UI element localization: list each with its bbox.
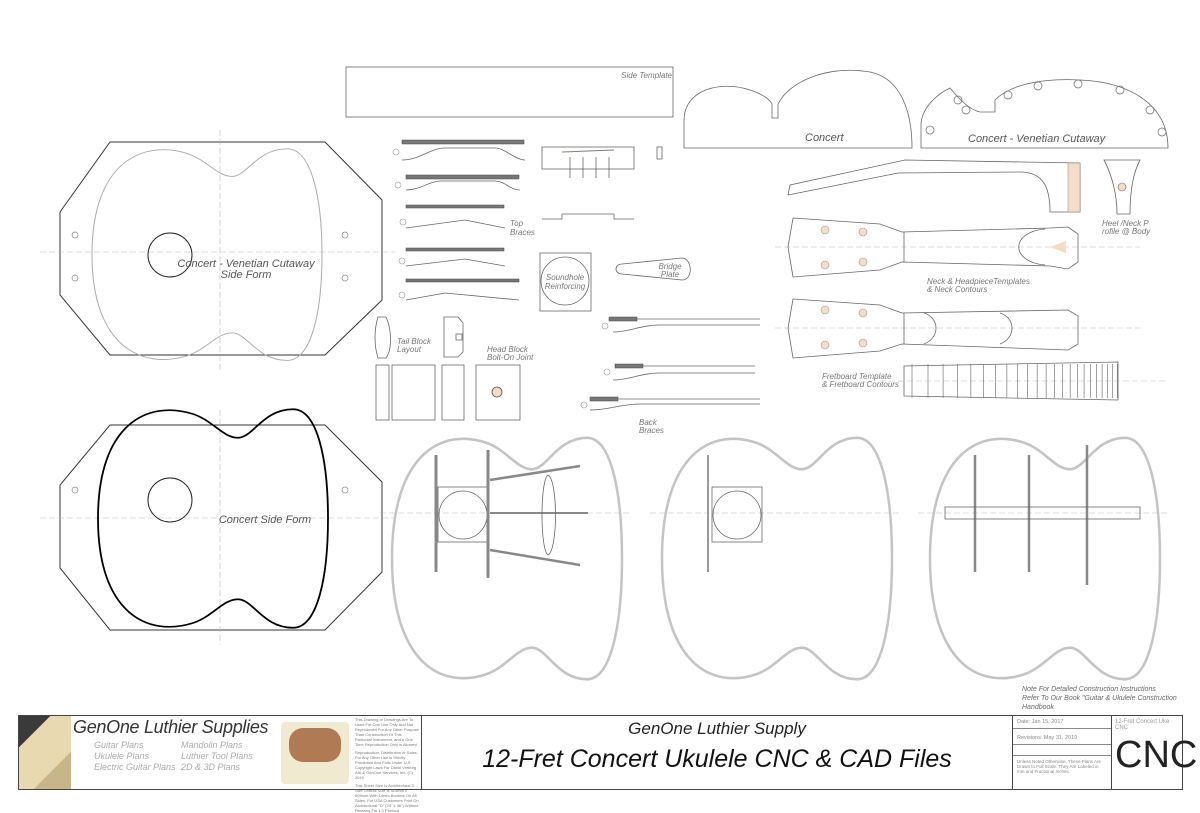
brand-photo-left — [19, 716, 71, 789]
neck-side-profile — [787, 159, 1081, 213]
heel-label-1: Heel /Neck P — [1102, 219, 1149, 228]
back-braces: Back Braces — [580, 316, 760, 435]
plans-list-1: Guitar Plans Ukulele Plans Electric Guit… — [94, 740, 176, 773]
fretboard: Fretboard Template & Fretboard Contours — [822, 361, 1165, 401]
bridge — [541, 146, 663, 220]
back-bracing-layout — [918, 436, 1168, 681]
plan-item: Mandolin Plans — [181, 740, 243, 750]
soundhole-reinforcing: Soundhole Reinforcing — [539, 252, 592, 312]
brand-name: GenOne Luthier Supplies — [73, 717, 269, 737]
bridge-plate-label-2: Plate — [661, 270, 680, 279]
date: Date: Jan 15, 2017 — [1013, 716, 1111, 729]
side-template: Side Template — [345, 66, 674, 118]
top-braces: Top Braces — [392, 139, 535, 301]
legal-para: This Sheet Size Is Architectural D Size … — [355, 783, 419, 813]
head-block: Head Block Bolt-On Joint — [441, 316, 534, 421]
heel-label-2: rofile @ Body — [1102, 227, 1151, 236]
legal-text: This Drawing or Drawings Are To Used For… — [355, 717, 419, 813]
bolt-icon — [491, 386, 503, 398]
mount-holes — [71, 231, 349, 282]
mold-clamp-holes — [925, 79, 1167, 137]
back-braces-label-2: Braces — [639, 426, 664, 435]
bridge-plate-label-1: Bridge — [658, 262, 682, 271]
brand-photo-mold — [281, 722, 349, 784]
sheet-name: 12-Fret Concert Uke CNC — [1115, 719, 1170, 731]
top-braces-label-1: Top — [510, 219, 524, 228]
note-line-2: Refer To Our Book "Guitar & Ukulele Cons… — [1022, 695, 1177, 702]
title-block: GenOne Luthier Supplies Guitar Plans Uku… — [18, 715, 1197, 813]
concert-mold: Concert — [683, 69, 913, 149]
side-template-label: Side Template — [621, 71, 672, 80]
side-form-cutaway-label-1: Concert - Venetian Cutaway — [177, 258, 316, 270]
soundhole-label-1: Soundhole — [546, 273, 585, 282]
tuner-holes — [820, 305, 868, 350]
note-line-1: Note For Detailed Construction Instructi… — [1022, 686, 1156, 693]
company-name: GenOne Luthier Supply — [628, 719, 806, 738]
venetian-mold-label: Concert - Venetian Cutaway — [968, 133, 1107, 145]
drawing-title: 12-Fret Concert Ukulele CNC & CAD Files — [482, 745, 952, 773]
heel-profile: Heel /Neck P rofile @ Body — [1102, 159, 1151, 236]
venetian-cutaway-mold: Concert - Venetian Cutaway — [920, 79, 1169, 149]
top-bracing-layout — [380, 436, 630, 681]
neck-templates: Neck & HeadpieceTemplates & Neck Contour… — [775, 217, 1140, 359]
plan-item: Ukulele Plans — [94, 751, 150, 761]
plan-item: 2D & 3D Plans — [181, 762, 241, 772]
revisions: Revisions: May 31, 2019 — [1013, 732, 1111, 745]
side-form-label: Concert Side Form — [219, 514, 311, 526]
tail-block-label-2: Layout — [397, 345, 422, 354]
back-braces-label-1: Back — [639, 418, 658, 427]
dates-panel: Date: Jan 15, 2017 Revisions: May 31, 20… — [1013, 716, 1112, 789]
tail-block-label-1: Tail Block — [397, 337, 432, 346]
tail-block: Tail Block Layout — [374, 316, 436, 421]
title-panel: GenOne Luthier Supply 12-Fret Concert Uk… — [422, 716, 1013, 789]
scale-note: Unless Noted Otherwise, These Plans Are … — [1013, 755, 1111, 777]
soundhole-label-2: Reinforcing — [545, 282, 586, 291]
side-form: Concert Side Form — [40, 408, 395, 645]
concert-mold-label: Concert — [805, 132, 844, 144]
neck-templates-label-1: Neck & HeadpieceTemplates — [927, 277, 1030, 286]
legal-para: This Drawing or Drawings Are To Used For… — [355, 717, 419, 747]
plan-item: Electric Guitar Plans — [94, 762, 176, 772]
brand-panel: GenOne Luthier Supplies Guitar Plans Uku… — [19, 716, 422, 813]
soundhole — [147, 232, 193, 278]
bridge-plate: Bridge Plate — [615, 257, 691, 281]
soundhole — [147, 477, 193, 523]
note-line-3: Handbook — [1022, 704, 1054, 711]
head-block-label-1: Head Block — [487, 345, 529, 354]
plan-item: Guitar Plans — [94, 740, 144, 750]
sheet-panel: 12-Fret Concert Uke CNC CNC — [1112, 716, 1197, 789]
brace-markers — [580, 322, 611, 409]
sheet-code: CNC — [1115, 734, 1198, 776]
side-form-cutaway: Concert - Venetian Cutaway Side Form — [40, 130, 395, 370]
plan-item: Luthier Tool Plans — [181, 751, 253, 761]
back-template — [650, 436, 900, 681]
mount-holes — [71, 486, 349, 494]
neck-templates-label-2: & Neck Contours — [927, 285, 987, 294]
top-braces-label-2: Braces — [510, 228, 535, 237]
side-form-cutaway-label-2: Side Form — [221, 269, 272, 281]
head-block-label-2: Bolt-On Joint — [487, 353, 534, 362]
plans-list-2: Mandolin Plans Luthier Tool Plans 2D & 3… — [181, 740, 253, 773]
fretboard-label-1: Fretboard Template — [822, 372, 892, 381]
fretboard-label-2: & Fretboard Contours — [822, 380, 899, 389]
construction-note: Note For Detailed Construction Instructi… — [1022, 685, 1192, 712]
legal-para: Reproduction, Distribution or Sales For … — [355, 750, 417, 780]
tuner-holes — [820, 225, 868, 270]
brace-markers — [392, 148, 407, 299]
